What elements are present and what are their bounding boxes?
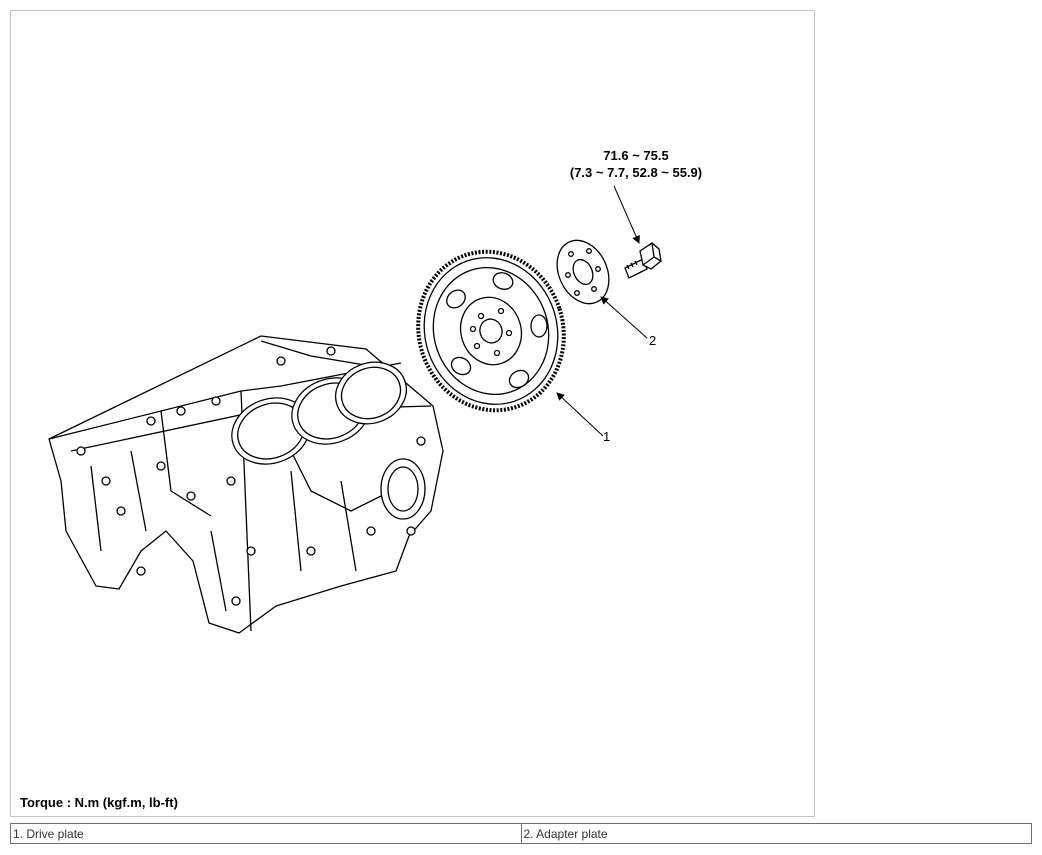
drive-plate — [416, 249, 566, 413]
diagram-frame: 71.6 ~ 75.5 (7.3 ~ 7.7, 52.8 ~ 55.9) 1 2… — [10, 10, 815, 817]
callout-1: 1 — [603, 429, 611, 444]
legend-item-adapter-plate: 2. Adapter plate — [520, 823, 1032, 844]
torque-nm-range: 71.6 ~ 75.5 — [603, 148, 669, 163]
bolt — [624, 242, 662, 279]
torque-value-label: 71.6 ~ 75.5 (7.3 ~ 7.7, 52.8 ~ 55.9) — [511, 147, 761, 181]
callout-2: 2 — [649, 333, 657, 348]
engine-block — [48, 335, 444, 634]
legend-item-drive-plate: 1. Drive plate — [10, 823, 522, 844]
table-row: 1. Drive plate 2. Adapter plate — [10, 823, 1032, 844]
torque-kgf-lbft-range: (7.3 ~ 7.7, 52.8 ~ 55.9) — [569, 165, 703, 180]
leader-lines — [556, 185, 648, 437]
exploded-view-illustration — [48, 185, 662, 634]
adapter-plate — [556, 239, 610, 305]
parts-legend-table: 1. Drive plate 2. Adapter plate — [10, 823, 1032, 844]
torque-unit-caption: Torque : N.m (kgf.m, lb-ft) — [20, 795, 178, 810]
